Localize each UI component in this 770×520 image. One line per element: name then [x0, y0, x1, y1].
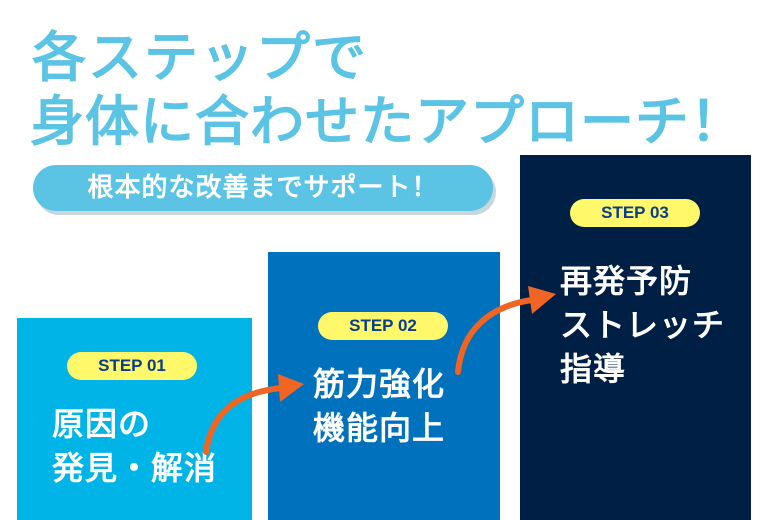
headline-line-1: 各ステップで — [32, 26, 368, 89]
step-3-card: STEP 03 再発予防 ストレッチ 指導 — [520, 155, 751, 520]
step-1-badge: STEP 01 — [67, 352, 197, 380]
step-1-text: 原因の 発見・解消 — [52, 402, 217, 490]
step-3-line-3: 指導 — [560, 350, 627, 388]
step-1-line-1: 原因の — [52, 405, 152, 443]
step-3-badge: STEP 03 — [570, 199, 700, 227]
step-2-text: 筋力強化 機能向上 — [313, 362, 445, 450]
subheading-pill: 根本的な改善までサポート！ — [33, 165, 493, 211]
step-3-text: 再発予防 ストレッチ 指導 — [560, 259, 725, 391]
step-3-line-1: 再発予防 — [560, 262, 693, 300]
step-2-line-1: 筋力強化 — [313, 365, 446, 403]
curved-arrow-icon-2 — [455, 286, 556, 375]
step-2-line-2: 機能向上 — [313, 409, 446, 447]
headline-line-2: 身体に合わせたアプローチ！ — [30, 90, 745, 153]
step-2-card: STEP 02 筋力強化 機能向上 — [268, 252, 500, 520]
step-1-card: STEP 01 原因の 発見・解消 — [17, 318, 252, 520]
step-3-line-2: ストレッチ — [560, 306, 726, 344]
curved-arrow-icon-1 — [203, 374, 304, 455]
step-1-line-2: 発見・解消 — [52, 449, 218, 487]
step-2-badge: STEP 02 — [318, 312, 448, 340]
